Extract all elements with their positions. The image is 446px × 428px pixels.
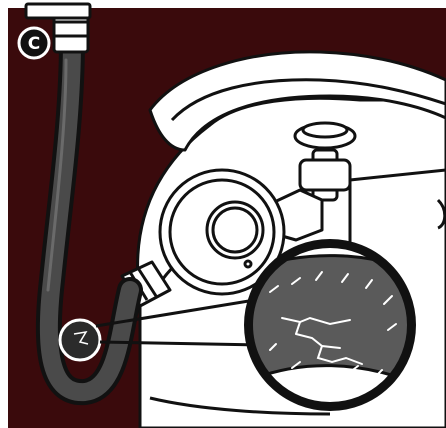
rubber-hose <box>35 27 143 406</box>
cylinder-rim <box>149 396 331 416</box>
top-fitting-cap <box>24 2 92 20</box>
callout-lines <box>95 298 263 347</box>
top-fitting <box>24 2 92 54</box>
inspection-spot <box>58 318 102 362</box>
inspection-crack-small <box>73 330 89 345</box>
cylinder-handle-inner <box>170 78 446 122</box>
step-badge-label: C <box>28 34 40 54</box>
hose-fill <box>39 31 139 402</box>
step-badge-circle <box>17 26 51 60</box>
regulator-dial-core <box>211 206 259 254</box>
cylinder-frame <box>348 168 446 246</box>
magnifier-callout-icon <box>244 239 416 411</box>
hose-highlight <box>46 58 68 292</box>
top-fitting-ridges <box>54 20 88 38</box>
regulator-screw <box>243 259 253 269</box>
valve-body <box>298 158 352 192</box>
cylinder-handle <box>148 50 446 152</box>
inspection-ring <box>58 318 102 362</box>
zoom-circle-border <box>247 242 413 408</box>
valve-knob-top <box>301 121 349 139</box>
pressure-regulator <box>158 168 324 296</box>
step-badge-icon: C <box>17 26 51 60</box>
cylinder-label-edge <box>436 198 446 230</box>
zoom-cracks <box>269 271 397 377</box>
cylinder-valve <box>293 121 357 202</box>
